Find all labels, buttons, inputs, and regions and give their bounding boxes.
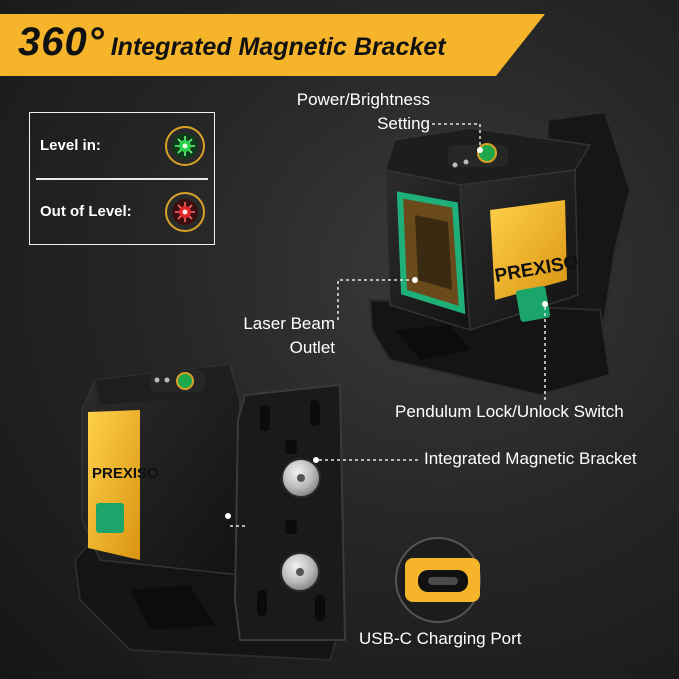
red-led-icon [165, 192, 205, 232]
callout-laser-line2: Outlet [289, 338, 335, 357]
callout-magnetic-bracket: Integrated Magnetic Bracket [424, 449, 637, 468]
banner-title: 360°Integrated Magnetic Bracket [18, 20, 446, 65]
callout-dots [225, 147, 548, 519]
upper-laser-unit: PREXISO [368, 110, 632, 397]
level-legend: Level in: Out of Level: [29, 112, 215, 245]
callout-laser-beam-outlet: Laser Beam Outlet [205, 312, 335, 360]
lower-laser-unit: PREXISO [73, 364, 347, 662]
title-banner [0, 14, 545, 76]
legend-label-level-in: Level in: [40, 137, 101, 154]
callout-usb-c-port: USB-C Charging Port [359, 629, 522, 648]
green-led-icon [165, 126, 205, 166]
callout-power-line1: Power/Brightness [296, 90, 430, 109]
legend-label-out-of-level: Out of Level: [40, 203, 132, 220]
callout-pendulum-switch: Pendulum Lock/Unlock Switch [395, 402, 624, 421]
legend-row-out-of-level: Out of Level: [30, 179, 214, 245]
banner-text: Integrated Magnetic Bracket [110, 33, 446, 61]
legend-divider [36, 178, 208, 180]
callout-leaders [228, 123, 546, 527]
brand-logo-lower: PREXISO [92, 465, 159, 482]
callout-laser-line1: Laser Beam [243, 314, 335, 333]
legend-row-level-in: Level in: [30, 113, 214, 179]
banner-degree: 360° [18, 20, 105, 64]
callout-power-brightness: Power/Brightness Setting [248, 88, 430, 136]
callout-power-line2: Setting [377, 114, 430, 133]
usb-c-inset [395, 537, 481, 623]
